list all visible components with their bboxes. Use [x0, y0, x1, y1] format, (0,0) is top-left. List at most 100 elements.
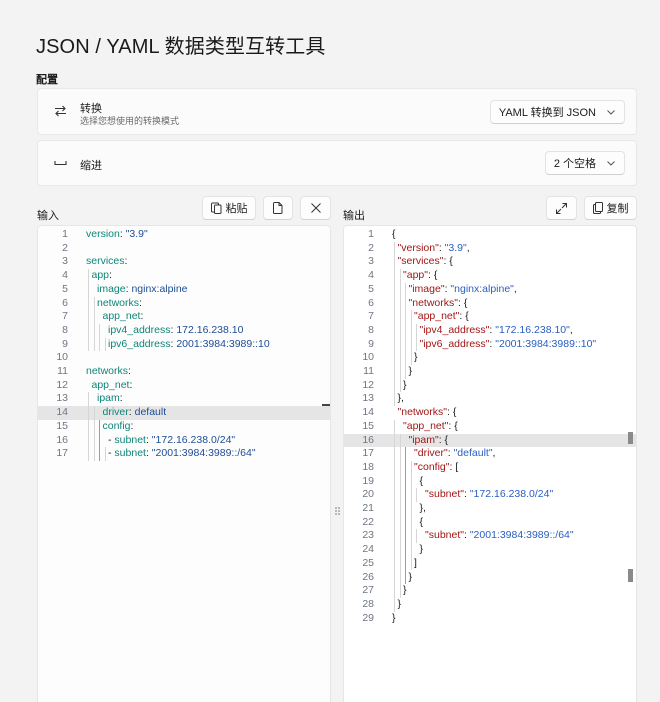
code-text: }, — [420, 502, 426, 516]
line-number: 20 — [362, 488, 374, 501]
code-line: 5"image": "nginx:alpine", — [344, 283, 636, 297]
line-number: 19 — [362, 474, 374, 487]
copy-button[interactable]: 复制 — [584, 196, 637, 220]
yaml-key: networks — [97, 296, 140, 309]
code-text: } — [420, 543, 424, 557]
bracket: } — [414, 351, 418, 364]
colon: : — [438, 241, 445, 254]
json-key: "services" — [397, 255, 444, 268]
code-text: - subnet: "172.16.238.0/24" — [108, 434, 235, 448]
bracket: : [ — [449, 460, 459, 473]
json-key: "networks" — [397, 406, 447, 419]
yaml-key: image — [97, 282, 126, 295]
code-text: "subnet": "172.16.238.0/24" — [425, 488, 553, 502]
yaml-key: app_net — [91, 378, 130, 391]
code-line: 2"version": "3.9", — [344, 242, 636, 256]
code-text: config: — [103, 420, 134, 434]
code-text: } — [409, 365, 413, 379]
code-line: 22{ — [344, 516, 636, 530]
bracket: ] — [414, 556, 417, 569]
colon: : — [489, 337, 496, 350]
json-value: "default" — [453, 447, 493, 460]
code-line: 16"ipam": { — [344, 433, 636, 448]
paste-icon — [210, 202, 222, 214]
indent-guide — [93, 406, 95, 461]
line-number: 16 — [362, 433, 374, 446]
code-line: 23"subnet": "2001:3984:3989::/64" — [344, 529, 636, 543]
copy-icon — [592, 202, 603, 214]
paste-button[interactable]: 粘贴 — [202, 196, 256, 220]
line-number: 4 — [368, 269, 374, 282]
line-number: 11 — [57, 365, 68, 377]
expand-icon — [556, 202, 567, 214]
code-text: app: — [92, 269, 112, 283]
expand-button[interactable] — [546, 196, 577, 220]
code-line: 4 "app": { — [344, 269, 636, 283]
code-line: 1{ — [344, 228, 636, 242]
code-text: ipam: — [97, 392, 123, 406]
scrollbar-marker[interactable] — [628, 569, 633, 582]
clear-button[interactable] — [300, 196, 331, 220]
indentation-title: 缩进 — [80, 160, 102, 172]
code-text: "app_net": { — [414, 310, 469, 324]
colon: : — [447, 447, 454, 460]
copy-label: 复制 — [606, 203, 629, 215]
bracket: : { — [459, 310, 469, 323]
colon: : — [119, 392, 123, 405]
json-key: "ipv6_address" — [419, 337, 490, 350]
line-number: 13 — [362, 392, 374, 405]
colon: : — [124, 255, 128, 268]
json-key: "app_net" — [403, 419, 449, 432]
code-text: "networks": { — [398, 406, 457, 420]
line-number: 8 — [368, 323, 374, 336]
conversion-title: 转换 — [80, 103, 102, 115]
code-text: ipv6_address: 2001:3984:3989::10 — [108, 338, 270, 352]
paste-label: 粘贴 — [225, 203, 248, 215]
comma: , — [492, 447, 496, 460]
colon: : — [489, 323, 496, 336]
code-text: { — [420, 475, 424, 489]
open-file-button[interactable] — [263, 196, 293, 220]
output-editor[interactable]: 1{2"version": "3.9",3"services": {4 "app"… — [343, 225, 637, 702]
chevron-down-icon — [606, 158, 616, 168]
bracket: : { — [427, 269, 438, 282]
comma: , — [466, 241, 470, 254]
code-text: } — [414, 351, 418, 365]
bracket: }, — [397, 392, 404, 405]
pane-splitter-handle[interactable] — [334, 505, 340, 517]
scrollbar-marker[interactable] — [322, 404, 330, 406]
code-line: 3"services": { — [344, 255, 636, 269]
yaml-key: app_net — [102, 310, 141, 323]
indentation-dropdown[interactable]: 2 个空格 — [544, 151, 625, 175]
bracket: : { — [448, 419, 458, 432]
line-number: 4 — [62, 269, 68, 282]
code-text: "app": { — [403, 269, 437, 283]
line-number: 17 — [362, 447, 374, 460]
code-text: driver: default — [103, 406, 167, 420]
conversion-mode-dropdown[interactable]: YAML 转换到 JSON — [489, 100, 625, 124]
yaml-key: ipv4_address — [108, 323, 171, 336]
code-line: 13}, — [344, 392, 636, 406]
scrollbar-marker[interactable] — [628, 432, 633, 444]
indent-guide — [399, 269, 401, 393]
bracket: { — [392, 228, 396, 240]
line-number: 12 — [362, 378, 374, 391]
bracket: } — [397, 597, 402, 610]
code-text: "ipv4_address": "172.16.238.10", — [420, 324, 573, 338]
line-number: 10 — [362, 351, 374, 364]
yaml-value: nginx:alpine — [131, 282, 188, 295]
comma: , — [513, 282, 517, 295]
colon: : — [463, 488, 470, 501]
json-key: "ipv4_address" — [419, 323, 490, 336]
code-text: "image": "nginx:alpine", — [409, 283, 517, 297]
colon: : — [109, 269, 112, 282]
yaml-key: ipam — [97, 392, 120, 405]
bracket: } — [419, 543, 424, 556]
